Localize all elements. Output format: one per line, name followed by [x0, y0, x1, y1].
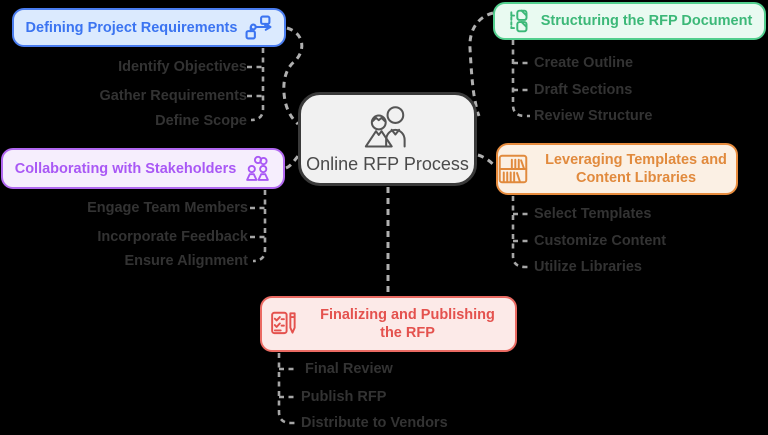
tree-structuring — [511, 40, 530, 118]
subtopic-define-scope: Define Scope — [155, 113, 247, 129]
subtopic-publish-rfp: Publish RFP — [301, 389, 387, 405]
flowchart-icon — [245, 15, 272, 40]
branch-label: Structuring the RFP Document — [540, 13, 753, 29]
linked-users-icon — [244, 155, 271, 182]
branch-node-finalizing-publishing-rfp: Finalizing and Publishing the RFP — [260, 296, 517, 352]
subtopic-create-outline: Create Outline — [534, 55, 634, 71]
subtopic-distribute-to-vendors: Distribute to Vendors — [301, 415, 448, 431]
subtopic-ensure-alignment: Ensure Alignment — [124, 253, 248, 269]
subtopic-identify-objectives: Identify Objectives — [118, 59, 247, 75]
branch-label: Collaborating with Stakeholders — [14, 160, 237, 177]
subtopic-engage-team-members: Engage Team Members — [87, 200, 248, 216]
tree-collaborating — [252, 190, 267, 263]
subtopic-incorporate-feedback: Incorporate Feedback — [97, 229, 248, 245]
subtopic-customize-content: Customize Content — [534, 233, 667, 249]
branch-label: Leveraging Templates and Content Librari… — [545, 152, 727, 186]
branch-label: Defining Project Requirements — [25, 19, 238, 36]
tree-defining — [250, 48, 265, 122]
edge-center-to-defining — [282, 26, 304, 126]
edge-center-to-structuring — [468, 11, 494, 117]
branch-node-collaborating-with-stakeholders: Collaborating with Stakeholders — [1, 148, 285, 189]
center-node-online-rfp-process: Online RFP Process — [298, 92, 477, 186]
edge-center-to-collaborating — [285, 155, 300, 170]
subtopic-draft-sections: Draft Sections — [534, 82, 633, 98]
tree-leveraging — [511, 196, 530, 269]
subtopic-final-review: Final Review — [305, 361, 393, 377]
branch-label: Finalizing and Publishing the RFP — [320, 307, 495, 341]
branch-node-structuring-rfp-document: Structuring the RFP Document — [493, 2, 766, 40]
branch-node-defining-project-requirements: Defining Project Requirements — [12, 8, 286, 47]
subtopic-review-structure: Review Structure — [534, 108, 653, 124]
tree-finalizing — [277, 353, 296, 425]
subtopic-utilize-libraries: Utilize Libraries — [534, 259, 642, 275]
subtopic-select-templates: Select Templates — [534, 206, 652, 222]
bookshelf-icon — [498, 154, 528, 184]
file-tree-icon — [507, 8, 533, 34]
checklist-pen-icon — [270, 310, 300, 338]
people-icon — [359, 104, 417, 152]
branch-node-leveraging-templates-content-libraries: Leveraging Templates and Content Librari… — [496, 143, 738, 195]
subtopic-gather-requirements: Gather Requirements — [99, 88, 247, 104]
edge-center-to-leveraging — [477, 153, 498, 169]
center-node-label: Online RFP Process — [306, 153, 469, 174]
